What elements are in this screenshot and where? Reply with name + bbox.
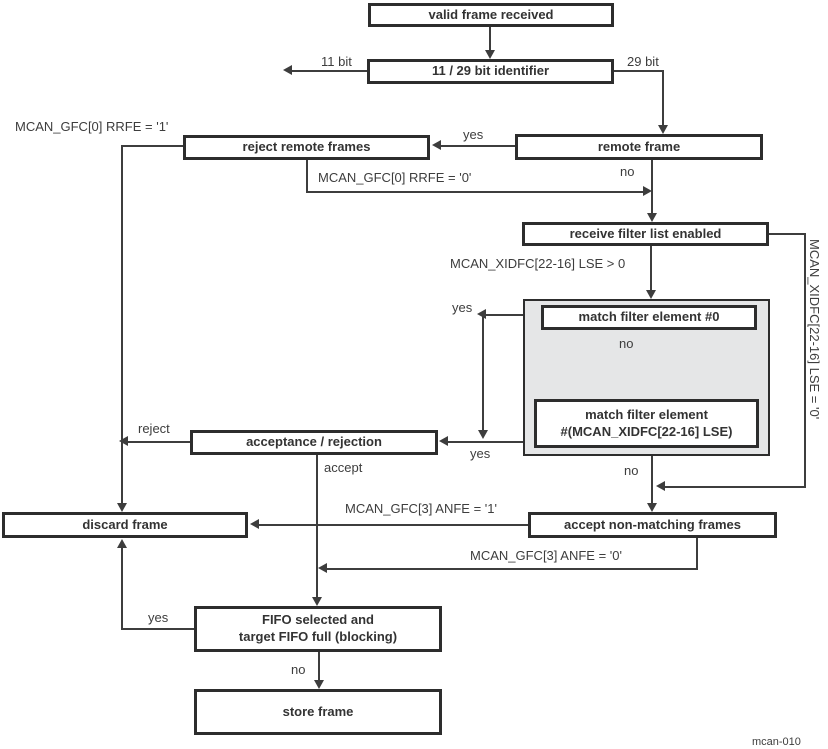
connector-anfe1 bbox=[258, 524, 528, 526]
node-label: accept non-matching frames bbox=[564, 516, 741, 532]
node-store-frame: store frame bbox=[194, 689, 442, 735]
node-match-filter-element-0: match filter element #0 bbox=[541, 305, 757, 330]
arrowhead-down-icon bbox=[646, 290, 656, 299]
node-fifo-selected: FIFO selected and target FIFO full (bloc… bbox=[194, 606, 442, 652]
connector-11bit bbox=[291, 70, 367, 72]
node-acceptance-rejection: acceptance / rejection bbox=[190, 430, 438, 455]
node-valid-frame-received: valid frame received bbox=[368, 3, 614, 27]
node-label: match filter element bbox=[585, 406, 708, 422]
edge-label-yes-fifo: yes bbox=[148, 610, 169, 625]
node-remote-frame: remote frame bbox=[515, 134, 763, 160]
arrowhead-down-icon bbox=[485, 50, 495, 59]
node-label: reject remote frames bbox=[242, 139, 371, 155]
edge-label-accept: accept bbox=[324, 460, 363, 475]
edge-label-rrfe1: MCAN_GFC[0] RRFE = '1' bbox=[15, 119, 169, 134]
arrowhead-left-icon bbox=[250, 519, 259, 529]
edge-label-lse-gt0: MCAN_XIDFC[22-16] LSE > 0 bbox=[450, 256, 626, 271]
node-label: target FIFO full (blocking) bbox=[238, 629, 398, 644]
connector-29bit-h bbox=[614, 70, 664, 72]
connector-lse-eq0-top bbox=[769, 233, 806, 235]
node-label: FIFO selected and bbox=[262, 612, 374, 628]
node-match-filter-element-n: match filter element #(MCAN_XIDFC[22-16]… bbox=[534, 399, 759, 448]
node-label: discard frame bbox=[82, 516, 168, 532]
node-accept-non-matching-frames: accept non-matching frames bbox=[528, 512, 777, 538]
arrowhead-down-icon bbox=[117, 503, 127, 512]
connector-reject bbox=[127, 441, 190, 443]
connector-rrfe0-v bbox=[306, 160, 308, 193]
node-discard-frame: discard frame bbox=[2, 512, 248, 538]
edge-label-rrfe0: MCAN_GFC[0] RRFE = '0' bbox=[318, 170, 472, 185]
connector-lse-eq0-bottom bbox=[664, 486, 806, 488]
node-identifier: 11 / 29 bit identifier bbox=[367, 59, 614, 84]
node-label: #(MCAN_XIDFC[22-16] LSE) bbox=[560, 423, 733, 439]
edge-label-11bit: 11 bit bbox=[321, 54, 352, 69]
figure-id: mcan-010 bbox=[752, 736, 801, 748]
arrowhead-down-icon bbox=[647, 213, 657, 222]
connector-match0-yes-h bbox=[482, 314, 523, 316]
arrowhead-left-icon bbox=[432, 140, 441, 150]
edge-label-no-match0: no bbox=[619, 336, 634, 351]
connector-accept bbox=[316, 455, 318, 598]
node-reject-remote-frames: reject remote frames bbox=[183, 135, 430, 160]
node-label: receive filter list enabled bbox=[569, 225, 722, 241]
connector-29bit-v bbox=[662, 70, 664, 127]
arrowhead-down-icon bbox=[478, 430, 488, 439]
connector-remote-no bbox=[651, 160, 653, 214]
node-label: valid frame received bbox=[428, 6, 554, 22]
connector-lse-gt0 bbox=[650, 246, 652, 291]
edge-label-yes-matchn: yes bbox=[470, 446, 491, 461]
connector-valid-to-identifier bbox=[489, 27, 491, 51]
arrowhead-left-icon bbox=[477, 309, 486, 319]
arrowhead-down-icon bbox=[314, 680, 324, 689]
edge-label-yes-match0: yes bbox=[452, 300, 473, 315]
node-label: remote frame bbox=[597, 138, 681, 154]
arrowhead-left-icon bbox=[656, 481, 665, 491]
connector-lse-eq0-v bbox=[804, 233, 806, 488]
node-receive-filter-list-enabled: receive filter list enabled bbox=[522, 222, 769, 246]
arrowhead-down-icon bbox=[658, 125, 668, 134]
edge-label-no-remote: no bbox=[620, 164, 635, 179]
node-label: acceptance / rejection bbox=[246, 434, 382, 450]
edge-label-29bit: 29 bit bbox=[627, 54, 659, 69]
connector-rrfe1-h bbox=[121, 145, 183, 147]
arrowhead-right-icon bbox=[643, 186, 652, 196]
connector-rrfe0-h bbox=[306, 191, 643, 193]
connector-remote-yes bbox=[441, 145, 515, 147]
arrowhead-left-icon bbox=[439, 436, 448, 446]
node-label: 11 / 29 bit identifier bbox=[431, 63, 550, 79]
connector-match0-yes-v bbox=[482, 314, 484, 430]
arrowhead-down-icon bbox=[312, 597, 322, 606]
connector-fifo-yes-h bbox=[121, 628, 194, 630]
edge-label-no-matchn: no bbox=[624, 463, 639, 478]
connector-fifo-no bbox=[318, 652, 320, 681]
node-label: store frame bbox=[282, 703, 354, 719]
connector-rrfe1-v bbox=[121, 145, 123, 503]
arrowhead-left-icon bbox=[283, 65, 292, 75]
edge-label-anfe1: MCAN_GFC[3] ANFE = '1' bbox=[345, 501, 497, 516]
node-label: match filter element #0 bbox=[578, 309, 720, 325]
arrowhead-left-icon bbox=[318, 563, 327, 573]
arrowhead-down-icon bbox=[647, 503, 657, 512]
connector-fifo-yes-v bbox=[121, 547, 123, 630]
edge-label-anfe0: MCAN_GFC[3] ANFE = '0' bbox=[470, 548, 622, 563]
connector-matchn-no bbox=[651, 456, 653, 504]
edge-label-yes-remote: yes bbox=[463, 127, 484, 142]
connector-anfe0-h bbox=[326, 568, 698, 570]
edge-label-no-fifo: no bbox=[291, 662, 306, 677]
arrowhead-up-icon bbox=[117, 539, 127, 548]
arrowhead-left-icon bbox=[119, 436, 128, 446]
connector-anfe0-v bbox=[696, 538, 698, 570]
edge-label-lse-eq0: MCAN_XIDFC[22-16] LSE = '0' bbox=[807, 239, 822, 420]
edge-label-reject: reject bbox=[138, 421, 170, 436]
connector-matchn-yes bbox=[447, 441, 523, 443]
